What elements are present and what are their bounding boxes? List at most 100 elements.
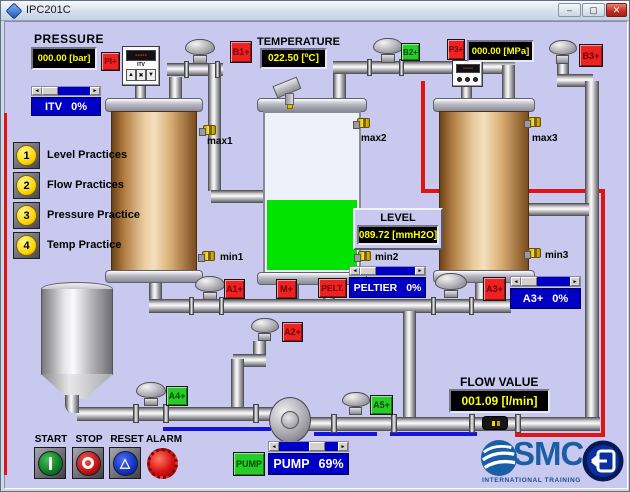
pump-scrollbar[interactable]: ◄ ► (268, 441, 349, 452)
pipe (461, 87, 472, 100)
pipe (333, 61, 515, 74)
pi-button[interactable]: PI+ (101, 52, 120, 71)
a5-button[interactable]: A5+ (370, 395, 393, 415)
menu-label-pressure: Pressure Practice (47, 209, 140, 221)
sensor-max3-label: max3 (532, 133, 558, 144)
pelt-button[interactable]: PELT. (318, 278, 347, 298)
alarm-label: ALARM (145, 434, 183, 445)
a1-button[interactable]: A1+ (224, 279, 245, 299)
a4-button[interactable]: A4+ (166, 386, 188, 406)
controller-button-icon[interactable] (465, 77, 470, 82)
pipe-flange (399, 59, 404, 76)
menu-button-temp[interactable]: 4 (13, 232, 40, 259)
pipe-flange (331, 414, 337, 433)
menu-button-flow[interactable]: 2 (13, 172, 40, 199)
scroll-right-icon[interactable]: ► (415, 267, 425, 275)
pipe-flange (184, 61, 189, 78)
valve-a3 (435, 273, 467, 290)
tank1-lid (105, 98, 203, 112)
itv-device-label: ITV (137, 62, 145, 68)
sensor-min2-label: min2 (375, 252, 399, 263)
sensor-max1-label: max1 (207, 136, 233, 147)
sensor-max2-label: max2 (361, 133, 387, 144)
peltier-bar-value: 0% (406, 281, 422, 294)
pressure-display: 000.00 [bar] (31, 47, 97, 70)
itv-set-button[interactable]: ✖ (136, 69, 146, 81)
pipe-flange (163, 404, 169, 423)
tank3-controller: ----- (452, 60, 483, 87)
reset-button[interactable]: △ (109, 447, 141, 479)
scroll-left-icon[interactable]: ◄ (350, 267, 360, 275)
b3-button[interactable]: B3+ (579, 44, 603, 67)
pipe (403, 311, 416, 421)
peltier-scroll-thumb[interactable] (360, 267, 376, 275)
minimize-icon: – (566, 5, 572, 15)
itv-bar-label: ITV (44, 100, 63, 113)
scroll-right-icon[interactable]: ► (338, 442, 348, 451)
scroll-right-icon[interactable]: ► (570, 277, 580, 286)
sensor-min3-label: min3 (545, 250, 569, 261)
scroll-right-icon[interactable]: ► (90, 87, 100, 95)
blue-trace-line (390, 432, 477, 436)
a3-button[interactable]: A3+ (483, 277, 506, 301)
tank3-body (439, 111, 529, 272)
pump-bar: PUMP 69% (268, 453, 349, 475)
itv-controller: ----- ITV ▲ ✖ ▼ (122, 46, 160, 86)
sensor-max2-icon (353, 118, 370, 129)
scroll-left-icon[interactable]: ◄ (32, 87, 42, 95)
b1-button[interactable]: B1+ (230, 41, 252, 63)
scroll-left-icon[interactable]: ◄ (269, 442, 279, 451)
p3-button[interactable]: P3+ (447, 39, 465, 60)
a3-bar: A3+ 0% (510, 288, 581, 309)
peltier-bar-label: PELTIER (353, 281, 398, 294)
start-button[interactable] (34, 447, 66, 479)
menu-label-flow: Flow Practices (47, 179, 125, 191)
valve-b1 (185, 39, 215, 55)
sensor-max1-icon (199, 125, 216, 136)
a2-button[interactable]: A2+ (282, 322, 303, 342)
maximize-icon: ▢ (589, 4, 598, 15)
stop-button[interactable] (72, 447, 104, 479)
itv-down-button[interactable]: ▼ (146, 69, 156, 81)
maximize-button[interactable]: ▢ (582, 3, 605, 17)
menu-button-level[interactable]: 1 (13, 142, 40, 169)
valve-a5 (342, 392, 370, 407)
tank3-lid (433, 98, 535, 112)
itv-scroll-thumb[interactable] (42, 87, 58, 95)
controller-button-icon[interactable] (473, 77, 478, 82)
minimize-button[interactable]: – (558, 3, 581, 17)
scroll-left-icon[interactable]: ◄ (511, 277, 521, 286)
pipe (502, 65, 515, 105)
controller-button-icon[interactable] (457, 77, 462, 82)
menu-button-pressure[interactable]: 3 (13, 202, 40, 229)
pump-scroll-thumb[interactable] (308, 442, 325, 451)
a3-bar-label: A3+ (522, 292, 544, 305)
stop-label: STOP (75, 434, 103, 445)
exit-button[interactable] (581, 439, 625, 483)
itv-bar: ITV 0% (31, 97, 101, 116)
tank1-body (111, 111, 197, 272)
hopper-body (41, 289, 113, 375)
valve-a1 (195, 276, 225, 292)
m-button[interactable]: M+ (276, 279, 297, 299)
tank2-body (263, 111, 361, 274)
pipe-flange (133, 404, 139, 423)
up-icon: ▲ (128, 72, 134, 78)
pipe-flange (215, 61, 220, 78)
title-bar[interactable]: IPC201C – ▢ ✕ (1, 1, 629, 21)
tank2-liquid (267, 200, 357, 270)
a3-scrollbar[interactable]: ◄ ► (510, 276, 581, 287)
close-button[interactable]: ✕ (606, 3, 627, 17)
itv-scrollbar[interactable]: ◄ ► (31, 86, 101, 96)
pipe (135, 86, 146, 100)
itv-up-button[interactable]: ▲ (126, 69, 136, 81)
red-trace-line (4, 113, 7, 475)
pipe (333, 73, 346, 101)
pipe (149, 281, 162, 301)
pump-button[interactable]: PUMP (233, 452, 265, 476)
sensor-min3-icon (524, 248, 541, 259)
b2-button[interactable]: B2+ (401, 43, 420, 61)
a3-scroll-thumb[interactable] (521, 277, 537, 286)
peltier-scrollbar[interactable]: ◄ ► (349, 266, 426, 276)
